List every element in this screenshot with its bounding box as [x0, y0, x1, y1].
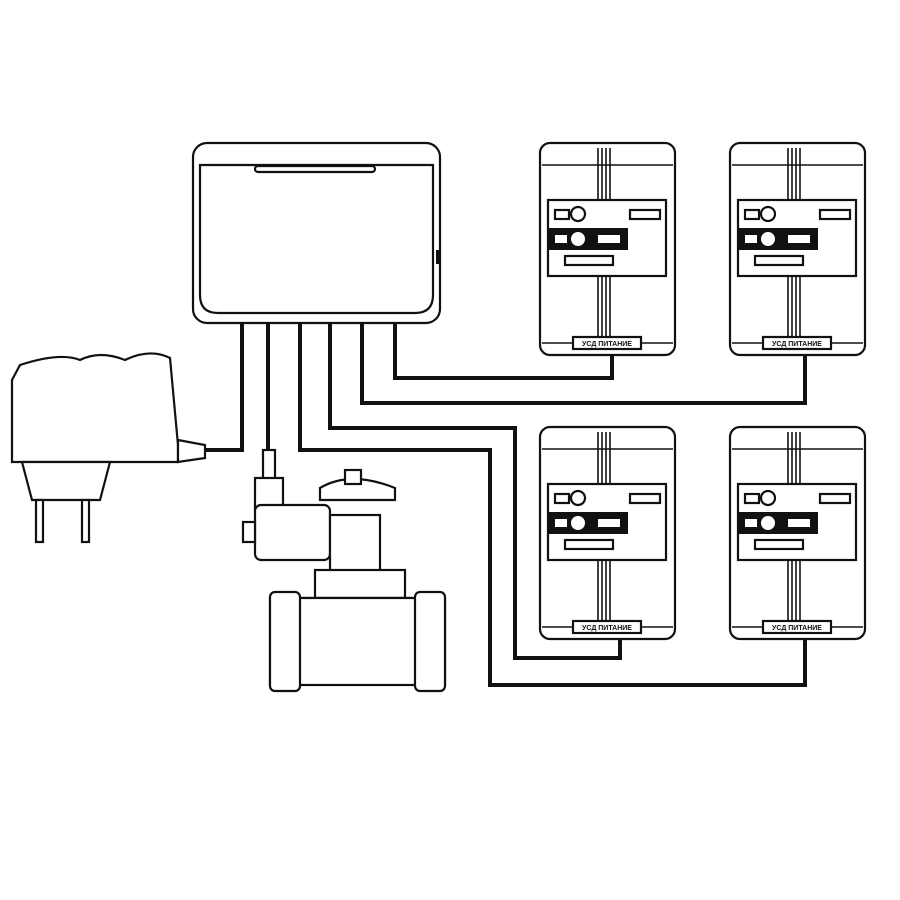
sensor-label: УСД ПИТАНИЕ [582, 625, 632, 632]
leak-sensor-4: УСД ПИТАНИЕ [728, 425, 867, 641]
sensor-label: УСД ПИТАНИЕ [582, 341, 632, 348]
power-adapter [10, 352, 207, 544]
solenoid-valve [241, 448, 447, 693]
wire-sensor-4 [298, 322, 807, 687]
wires [205, 322, 807, 687]
sensor-label: УСД ПИТАНИЕ [772, 625, 822, 632]
leak-sensor-1: УСД ПИТАНИЕ [538, 141, 677, 357]
leak-sensor-2: УСД ПИТАНИЕ [728, 141, 867, 357]
wire-sensor-3 [328, 322, 622, 660]
wire-sensor-1 [393, 322, 614, 380]
wire-power [205, 322, 244, 452]
controller-unit [191, 141, 442, 325]
sensor-label: УСД ПИТАНИЕ [772, 341, 822, 348]
wire-sensor-2 [360, 322, 807, 405]
leak-sensor-3: УСД ПИТАНИЕ [538, 425, 677, 641]
